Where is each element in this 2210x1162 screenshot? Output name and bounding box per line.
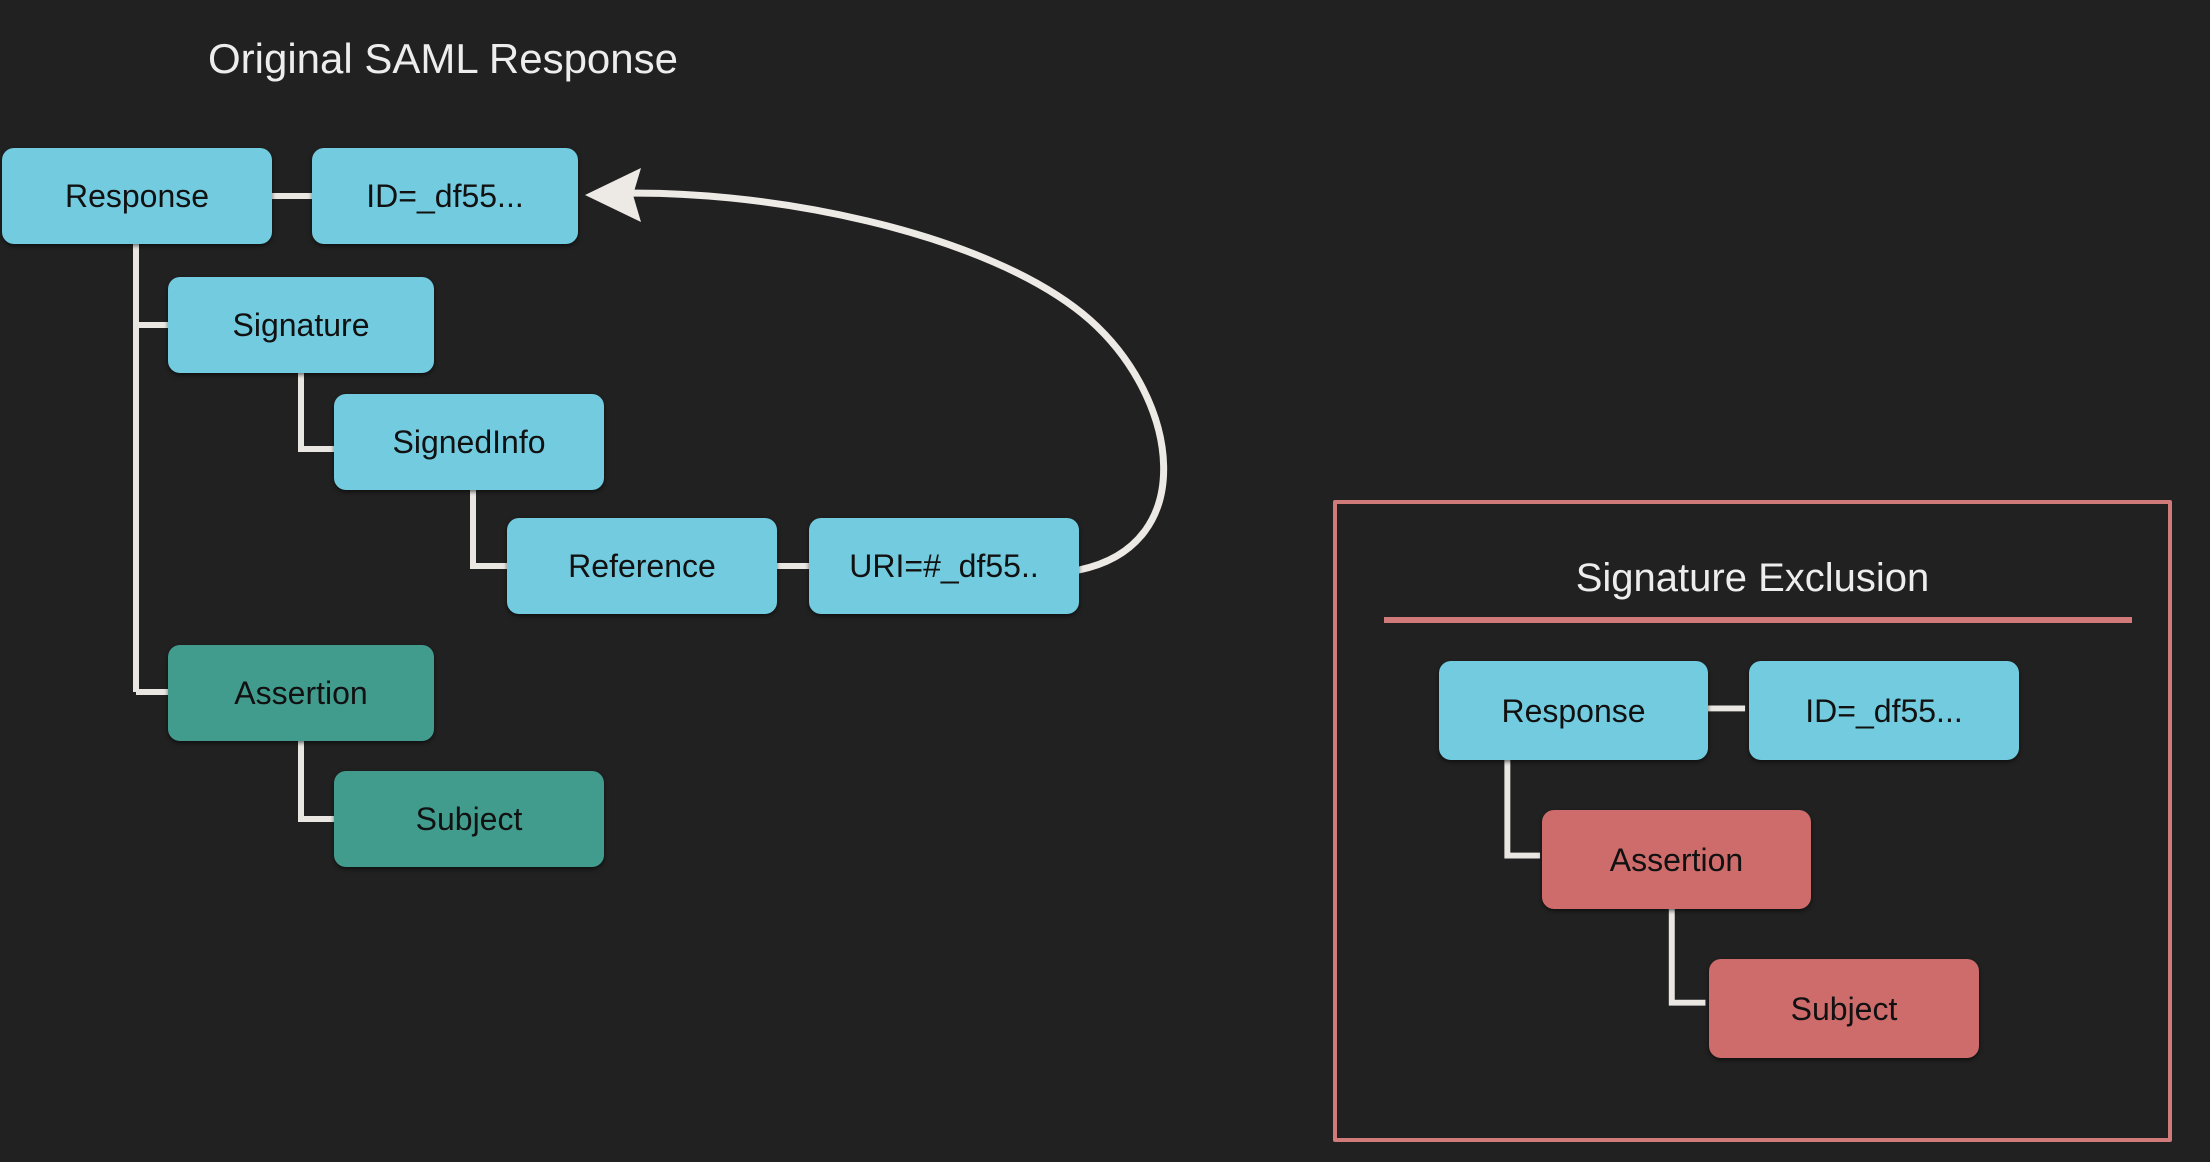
node-reference[interactable]: Reference — [507, 518, 777, 614]
panel-node-subject[interactable]: Subject — [1709, 959, 1979, 1058]
panel-title: Signature Exclusion — [1575, 556, 1930, 600]
left-diagram-title: Original SAML Response — [208, 35, 678, 82]
panel-node-id-attribute[interactable]: ID=_df55... — [1749, 661, 2019, 760]
signature-exclusion-panel: Signature Exclusion Response ID=_df55...… — [1333, 500, 2172, 1142]
panel-divider — [1384, 617, 2132, 623]
panel-node-response[interactable]: Response — [1439, 661, 1708, 760]
node-subject[interactable]: Subject — [334, 771, 604, 867]
node-assertion[interactable]: Assertion — [168, 645, 434, 741]
edge-signature-signedinfo — [298, 373, 334, 452]
node-signature[interactable]: Signature — [168, 277, 434, 373]
reference-arrow-curve — [596, 189, 1168, 574]
edge-signedinfo-reference — [470, 490, 507, 569]
node-uri-attribute[interactable]: URI=#_df55.. — [809, 518, 1079, 614]
node-signedinfo[interactable]: SignedInfo — [334, 394, 604, 490]
node-id-attribute[interactable]: ID=_df55... — [312, 148, 578, 244]
reference-arrow-head — [585, 168, 641, 222]
node-response[interactable]: Response — [2, 148, 272, 244]
edge-panel-response-assertion — [1504, 756, 1541, 859]
edge-panel-assertion-subject — [1668, 902, 1706, 1006]
panel-node-assertion[interactable]: Assertion — [1542, 810, 1811, 909]
edge-assertion-subject — [298, 741, 334, 822]
